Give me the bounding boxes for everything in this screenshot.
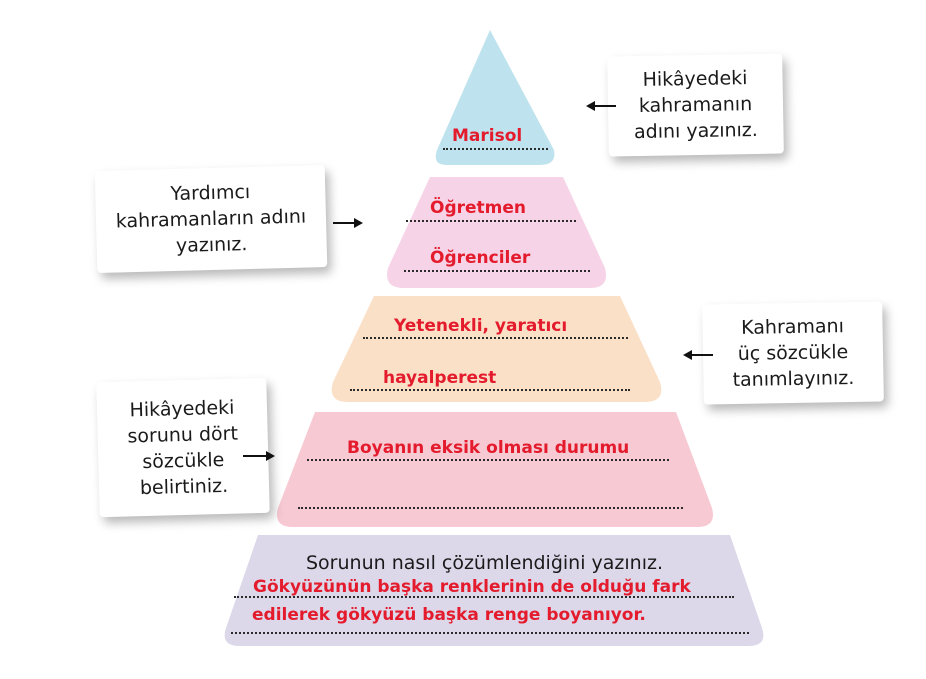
answer-line: [406, 220, 576, 222]
answer-line: [234, 596, 734, 598]
describe-instruction: Kahramanı üç sözcükle tanımlayınız.: [702, 301, 884, 405]
solution-answer-1: Gökyüzünün başka renklerinin de olduğu f…: [253, 577, 691, 597]
arrow-right-icon: [243, 451, 275, 461]
pyramid-tier-top: [435, 30, 555, 165]
describe-answer-2: hayalperest: [383, 368, 497, 388]
pyramid-tier-2: [387, 177, 606, 288]
answer-line: [350, 389, 630, 391]
answer-line: [298, 507, 683, 509]
problem-answer-1: Boyanın eksik olması durumu: [347, 438, 630, 458]
arrow-left-icon: [683, 350, 713, 360]
hero-name-answer: Marisol: [452, 126, 523, 146]
pyramid-tier-4: [277, 412, 713, 527]
problem-instruction: Hikâyedeki sorunu dört sözcükle belirtin…: [96, 377, 270, 518]
answer-line: [307, 459, 669, 461]
answer-line: [363, 337, 628, 339]
arrow-left-icon: [586, 101, 616, 111]
solution-answer-2: edilerek gökyüzü başka renge boyanıyor.: [252, 605, 646, 625]
helpers-instruction: Yardımcı kahramanların adını yazınız.: [94, 165, 328, 273]
pyramid-tier-5: [224, 535, 764, 646]
answer-line: [443, 148, 548, 150]
pyramid-tier-3: [331, 296, 662, 402]
helper-answer-2: Öğrenciler: [430, 248, 531, 268]
answer-line: [404, 270, 590, 272]
hero-name-instruction: Hikâyedeki kahramanın adını yazınız.: [607, 53, 784, 157]
describe-answer-1: Yetenekli, yaratıcı: [394, 316, 568, 336]
solution-instruction: Sorunun nasıl çözümlendiğini yazınız.: [306, 552, 664, 574]
answer-line: [231, 632, 749, 634]
helper-answer-1: Öğretmen: [430, 198, 527, 218]
arrow-right-icon: [333, 218, 363, 228]
